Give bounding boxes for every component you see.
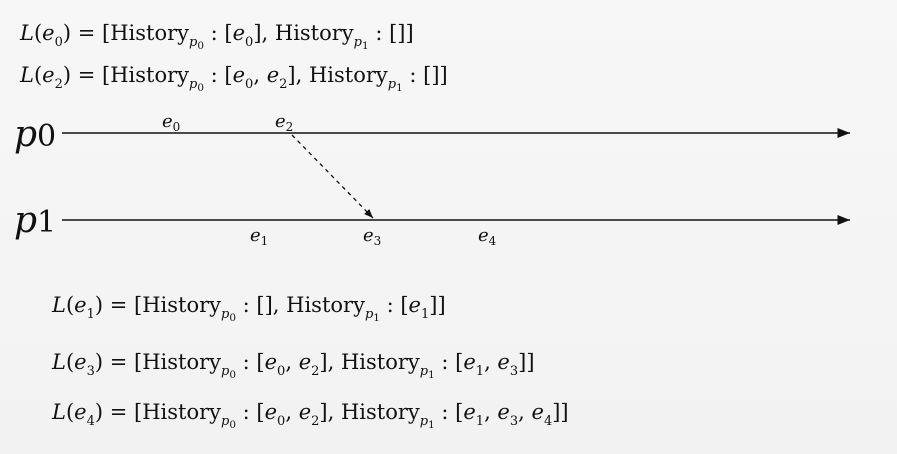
- event-label-e1: e1: [250, 225, 268, 248]
- process-label-p0: p0: [14, 114, 56, 155]
- process-p0: p0 e0 e2: [14, 111, 850, 155]
- formula-l-e0: L(e0) = [Historyp0 : [e0], Historyp1 : […: [20, 21, 414, 52]
- message-arrow-e2-to-e3: [291, 134, 374, 219]
- process-p1: p1 e1 e3 e4: [14, 200, 850, 248]
- formula-l-e2: L(e2) = [Historyp0 : [e0, e2], Historyp1…: [20, 63, 448, 94]
- event-label-e0: e0: [162, 111, 180, 134]
- formula-l-e4: L(e4) = [Historyp0 : [e0, e2], Historyp1…: [52, 400, 569, 431]
- event-label-e2: e2: [275, 111, 293, 134]
- process-label-p1: p1: [14, 200, 56, 241]
- event-label-e3: e3: [363, 225, 381, 248]
- event-label-e4: e4: [478, 225, 497, 248]
- formula-l-e1: L(e1) = [Historyp0 : [], Historyp1 : [e1…: [52, 293, 446, 324]
- formula-l-e3: L(e3) = [Historyp0 : [e0, e2], Historyp1…: [52, 350, 535, 381]
